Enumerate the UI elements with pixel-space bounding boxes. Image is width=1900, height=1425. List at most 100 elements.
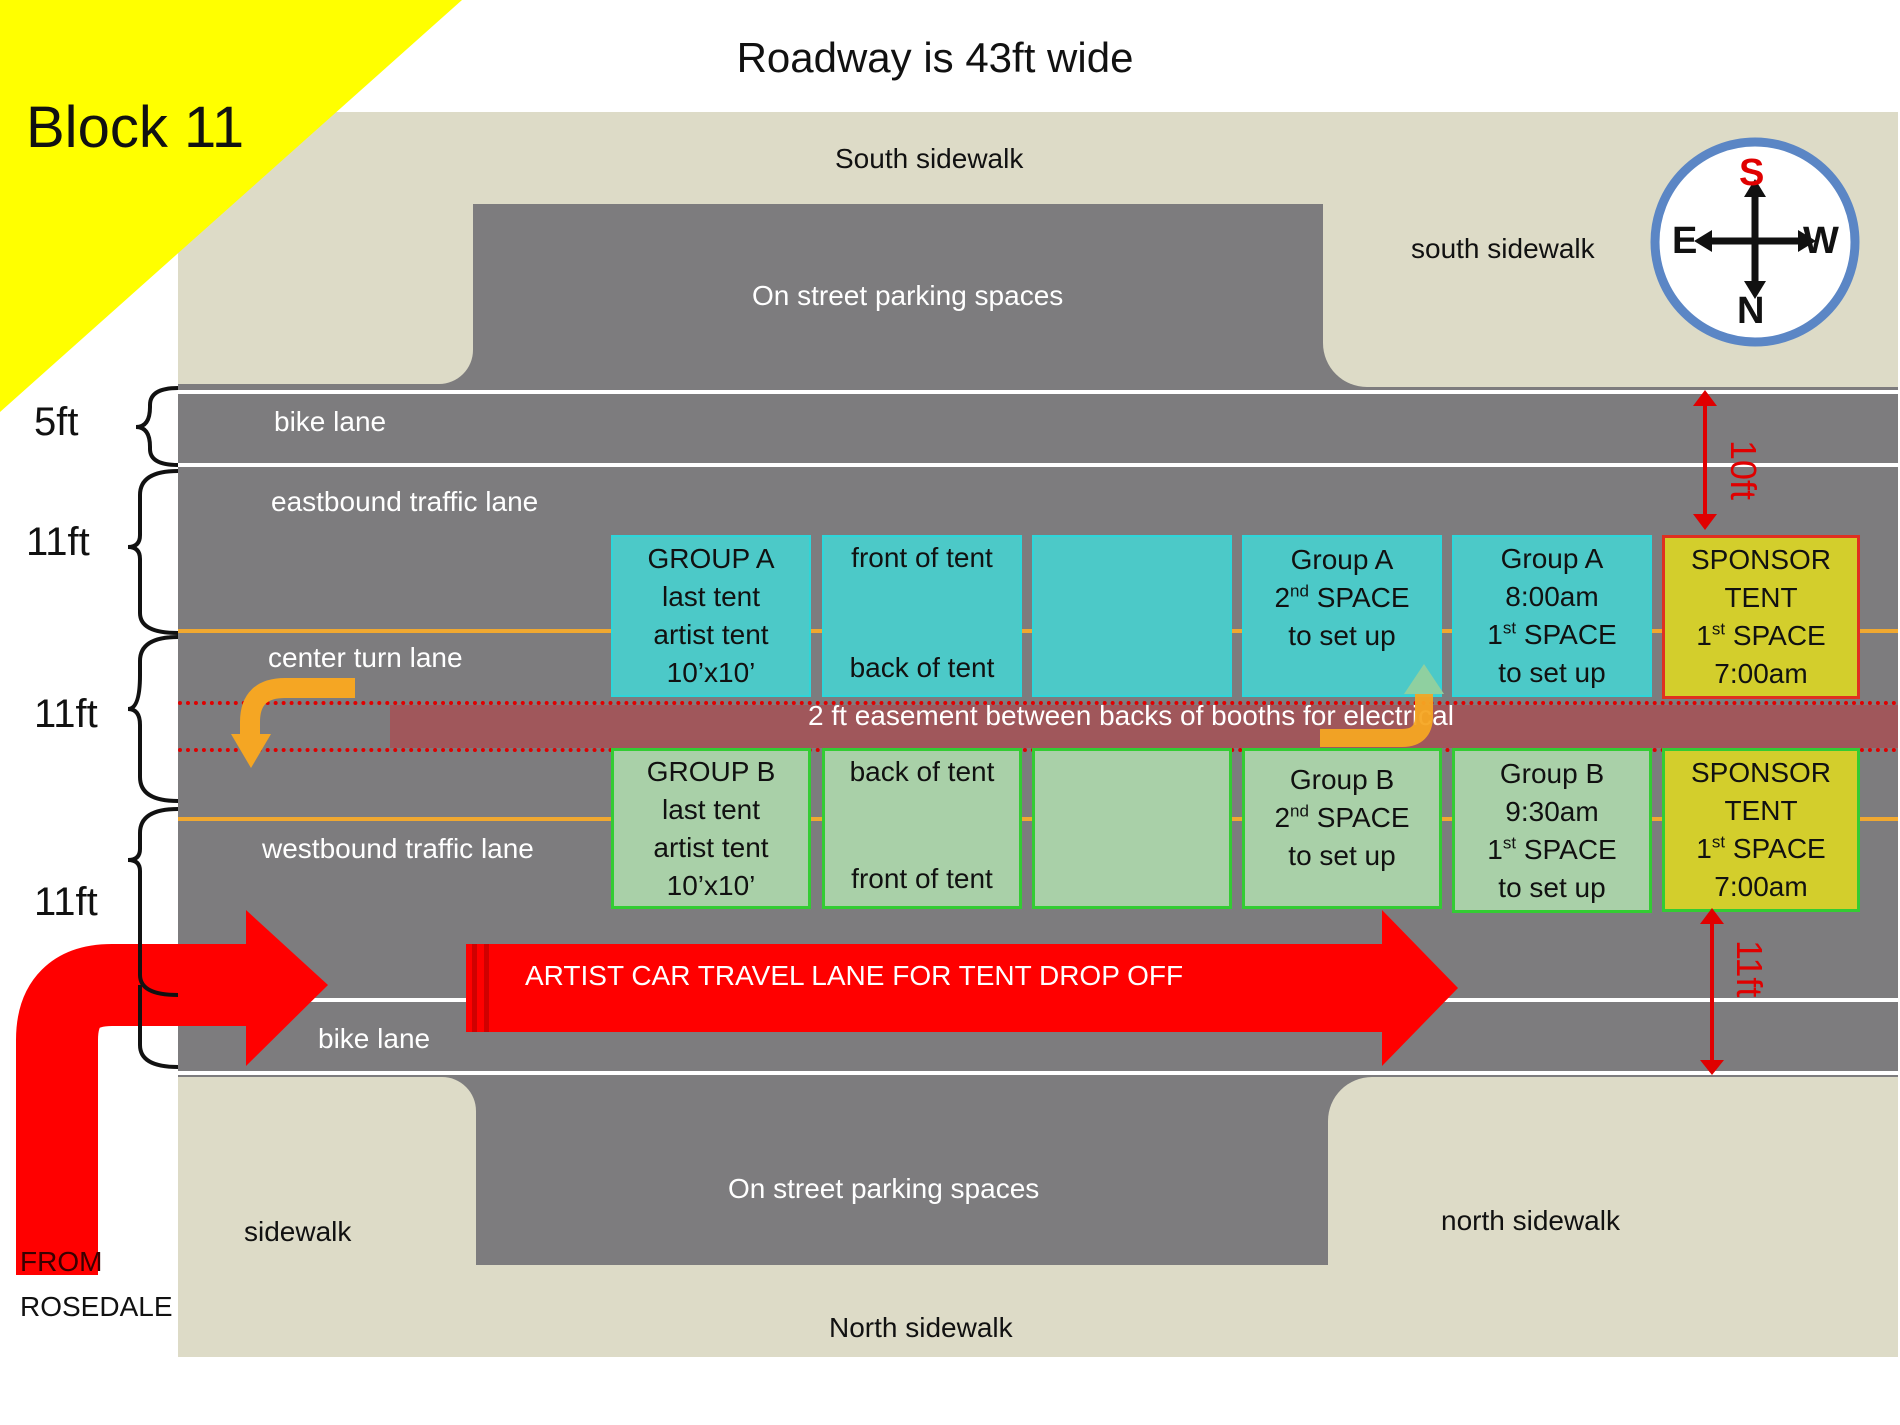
cell-text: Group A xyxy=(1500,543,1604,574)
cell-text: 2nd SPACE xyxy=(1274,579,1409,617)
front-of-tent-label: front of tent xyxy=(851,863,993,894)
cell-text: SPACE xyxy=(1725,620,1826,651)
sidewalk-left-label: sidewalk xyxy=(244,1216,352,1247)
cell-text: 9:30am xyxy=(1505,795,1599,827)
cell-text: SPACE xyxy=(1308,582,1410,613)
block-corner-triangle xyxy=(0,0,462,412)
group-a-empty-space xyxy=(1032,535,1232,697)
cell-text: artist tent xyxy=(653,619,769,650)
cell-text: Group A xyxy=(1290,544,1394,575)
cell-text: to set up xyxy=(1498,871,1606,903)
cell-text: SPONSOR xyxy=(1690,544,1832,575)
ordinal-number: 2 xyxy=(1274,582,1291,613)
cell-text: artist tent xyxy=(653,831,769,863)
bottom-parking-label: On street parking spaces xyxy=(728,1173,1040,1204)
cell-text: 1st SPACE xyxy=(1696,830,1825,868)
block-label: Block 11 xyxy=(26,95,245,160)
compass-east: E xyxy=(1672,220,1698,262)
cell-text: SPACE xyxy=(1516,833,1617,865)
group-b-tent-orientation: back of tent front of tent xyxy=(822,748,1022,909)
lane-line xyxy=(178,390,1898,394)
group-b-second-space: Group B 2nd SPACE to set up xyxy=(1242,748,1442,909)
ordinal-number: 1 xyxy=(1696,620,1712,651)
group-b-first-space: Group B 9:30am 1st SPACE to set up xyxy=(1452,748,1652,913)
artist-travel-arrow xyxy=(466,910,1458,1066)
front-of-tent-label: front of tent xyxy=(851,542,993,573)
group-b-empty-space xyxy=(1032,748,1232,909)
easement-label: 2 ft easement between backs of booths fo… xyxy=(808,700,1454,731)
ordinal-suffix: nd xyxy=(1290,581,1309,601)
cell-text: 1st SPACE xyxy=(1487,831,1616,869)
cell-text: 7:00am xyxy=(1714,658,1808,689)
center-turn-lane-label: center turn lane xyxy=(268,642,463,673)
cell-text: TENT xyxy=(1724,582,1798,613)
from-label-street: ROSEDALE xyxy=(20,1291,173,1322)
sponsor-tent-bottom: SPONSOR TENT 1st SPACE 7:00am xyxy=(1662,748,1860,912)
easement-dotted-line xyxy=(178,701,1898,705)
bike-lane-bottom-label: bike lane xyxy=(318,1023,431,1054)
cell-text: 1st SPACE xyxy=(1696,617,1825,655)
compass-north: N xyxy=(1737,290,1765,332)
easement-band xyxy=(390,705,1898,748)
dimension-11ft-right: 11ft xyxy=(1729,940,1770,998)
cell-text: 7:00am xyxy=(1714,871,1808,902)
bike-lane-top-label: bike lane xyxy=(274,406,387,437)
ordinal-suffix: st xyxy=(1711,832,1726,852)
cell-text: 10’x10’ xyxy=(666,869,756,901)
turn-arrow-icon xyxy=(1320,664,1444,747)
top-parking-label: On street parking spaces xyxy=(752,280,1064,311)
group-b-last-tent: GROUP B last tent artist tent 10’x10’ xyxy=(611,748,811,909)
lane-line xyxy=(178,463,1898,467)
group-a-second-space: Group A 2nd SPACE to set up xyxy=(1242,535,1442,697)
cell-text: 8:00am xyxy=(1505,581,1599,612)
cell-text: last tent xyxy=(661,793,761,825)
south-sidewalk-right-label: south sidewalk xyxy=(1411,233,1595,264)
travel-lane-label: ARTIST CAR TRAVEL LANE FOR TENT DROP OFF xyxy=(525,960,1184,991)
ordinal-number: 2 xyxy=(1274,802,1291,833)
dimension-11ft-westbound: 11ft xyxy=(34,880,98,924)
cell-text: to set up xyxy=(1288,840,1396,871)
cell-text: 1st SPACE xyxy=(1487,616,1616,654)
ordinal-number: 1 xyxy=(1696,833,1712,864)
from-label: FROM xyxy=(20,1246,103,1277)
ordinal-number: 1 xyxy=(1487,833,1503,865)
ordinal-suffix: st xyxy=(1711,619,1726,639)
cell-text: TENT xyxy=(1724,795,1798,826)
u-turn-arrow-icon xyxy=(231,678,355,768)
cell-text: SPONSOR xyxy=(1690,757,1832,788)
eastbound-lane-label: eastbound traffic lane xyxy=(271,486,539,517)
entry-arrow-icon xyxy=(16,910,328,1275)
north-sidewalk-right xyxy=(1328,1077,1898,1357)
ordinal-suffix: st xyxy=(1502,833,1517,853)
ordinal-suffix: nd xyxy=(1290,801,1309,821)
dimension-11ft-eastbound: 11ft xyxy=(26,520,90,564)
cell-text: to set up xyxy=(1288,620,1396,651)
cell-text: last tent xyxy=(661,581,761,612)
cell-text: Group B xyxy=(1289,764,1395,795)
ordinal-suffix: st xyxy=(1502,618,1517,638)
cell-text: GROUP B xyxy=(646,755,776,787)
cell-text: 10’x10’ xyxy=(666,657,756,688)
back-of-tent-label: back of tent xyxy=(849,652,995,683)
dimension-braces xyxy=(127,386,179,1069)
compass-icon xyxy=(1650,137,1860,347)
right-dimension-arrow-bottom xyxy=(1700,908,1724,1075)
bottom-left-sidewalk xyxy=(178,1077,476,1357)
dimension-11ft-center: 11ft xyxy=(34,692,98,736)
cell-text: GROUP A xyxy=(647,543,775,574)
cell-text: 2nd SPACE xyxy=(1274,799,1409,837)
group-a-last-tent: GROUP A last tent artist tent 10’x10’ xyxy=(611,535,811,697)
dimension-10ft: 10ft xyxy=(1723,440,1764,501)
south-sidewalk-label: South sidewalk xyxy=(835,143,1024,174)
compass-west: W xyxy=(1803,220,1839,262)
south-sidewalk xyxy=(473,112,1323,204)
cell-text: to set up xyxy=(1498,657,1606,688)
right-dimension-arrow-top xyxy=(1693,390,1717,530)
north-sidewalk-label: North sidewalk xyxy=(829,1312,1013,1343)
dimension-5ft: 5ft xyxy=(34,400,79,444)
sponsor-tent-top: SPONSOR TENT 1st SPACE 7:00am xyxy=(1662,535,1860,699)
cell-text: Group B xyxy=(1499,757,1605,789)
north-sidewalk-right-label: north sidewalk xyxy=(1441,1205,1620,1236)
westbound-lane-label: westbound traffic lane xyxy=(262,833,534,864)
group-a-tent-orientation: front of tent back of tent xyxy=(822,535,1022,697)
